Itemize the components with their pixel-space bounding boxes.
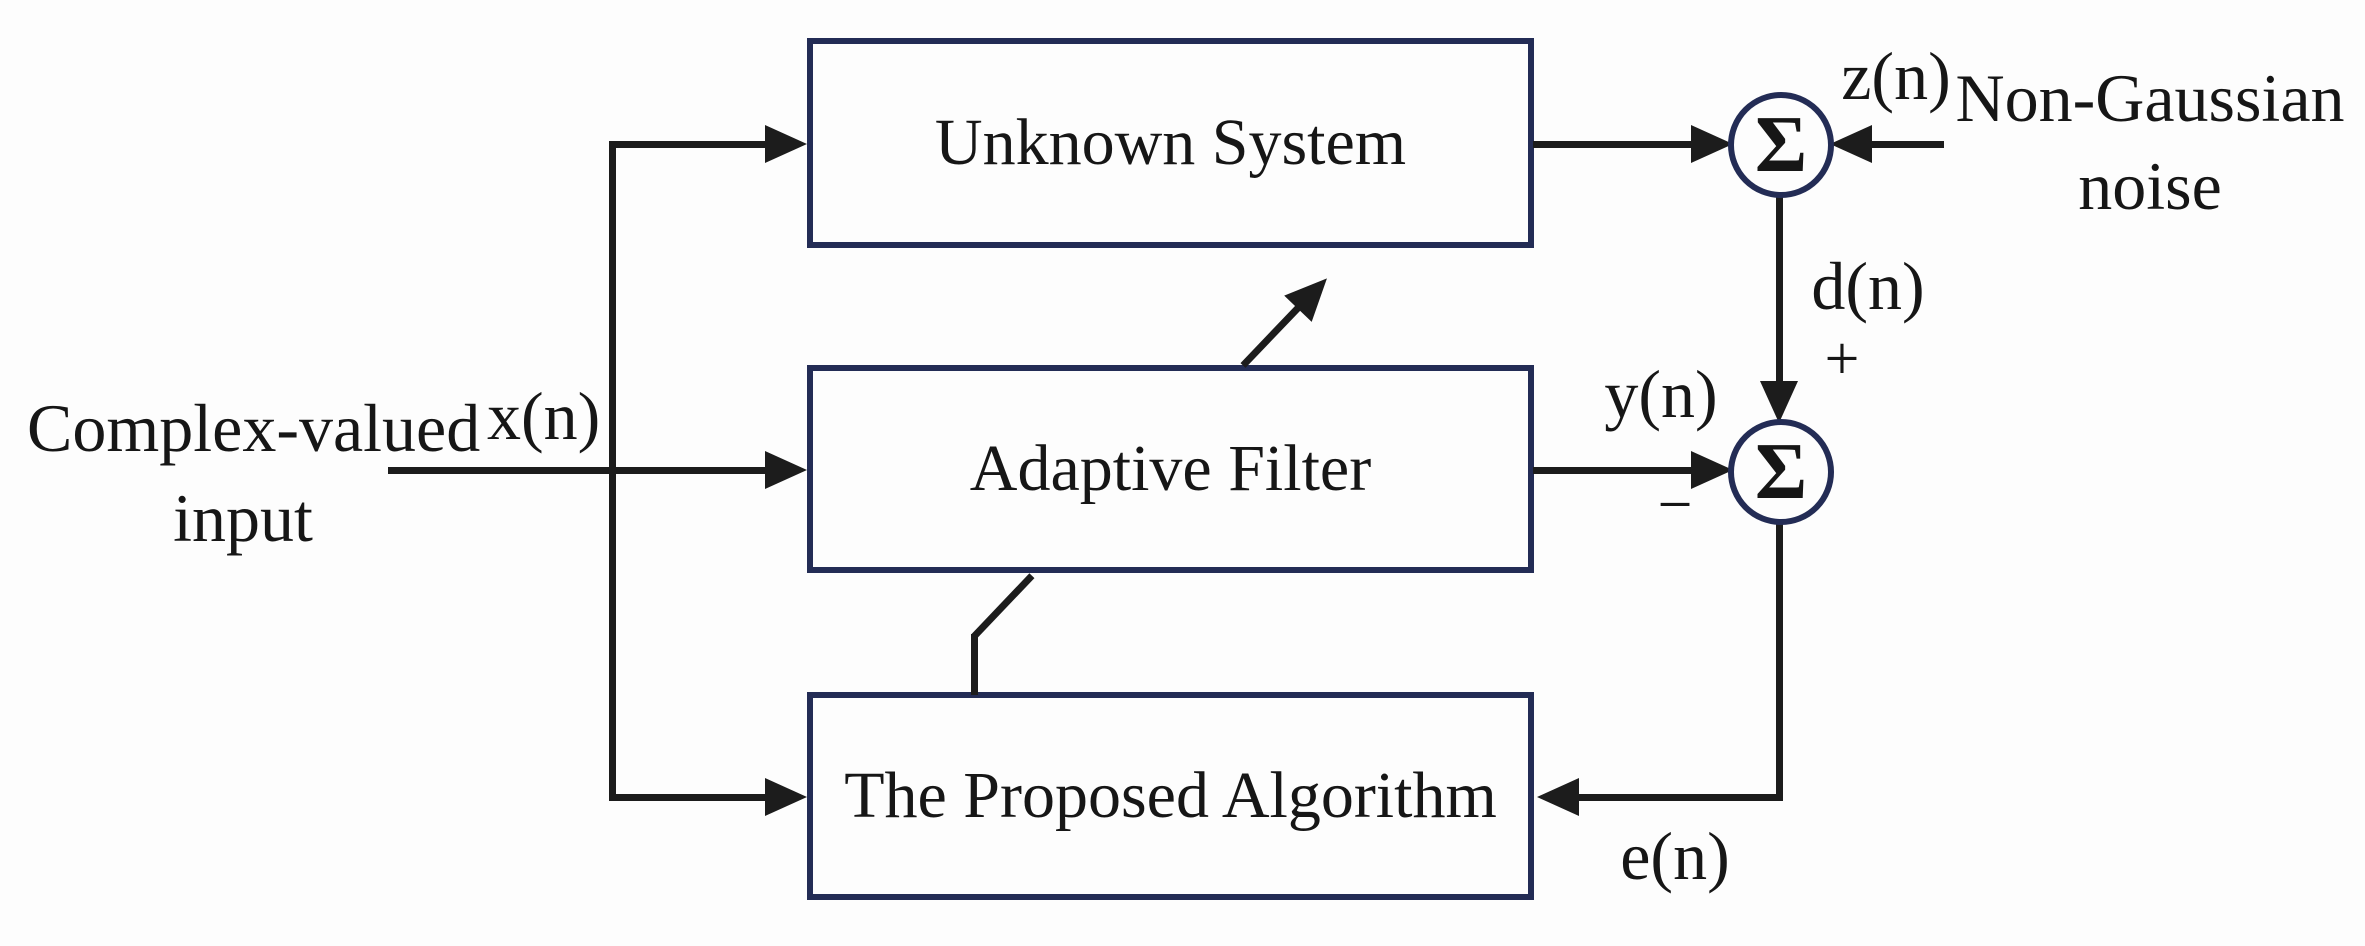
- update-connector-diagonal-line: [971, 573, 1035, 639]
- adaptive-filter-label: Adaptive Filter: [969, 432, 1372, 505]
- sigma-symbol: Σ: [1754, 100, 1808, 189]
- branch-to-proposed-algorithm-line: [609, 794, 768, 801]
- signal-label-y: y(n): [1604, 356, 1718, 432]
- noise-input-line: [1872, 141, 1944, 148]
- arrowhead-into-proposed-algorithm-icon: [765, 778, 807, 816]
- branch-to-unknown-system-line: [609, 141, 768, 148]
- arrowhead-noise-into-top-sum-icon: [1830, 125, 1872, 163]
- arrowhead-into-top-sum-icon: [1691, 125, 1733, 163]
- signal-label-e: e(n): [1620, 818, 1730, 894]
- summing-junction-bottom: Σ: [1728, 419, 1834, 525]
- arrowhead-into-bottom-sum-icon: [1760, 381, 1798, 423]
- error-feedback-vertical-line: [1776, 523, 1783, 801]
- filter-output-line: [1533, 467, 1693, 474]
- sigma-symbol: Σ: [1754, 427, 1808, 516]
- signal-label-x: x(n): [487, 378, 601, 454]
- unknown-system-label: Unknown System: [934, 106, 1407, 179]
- input-annotation-line2: input: [173, 480, 313, 556]
- arrowhead-into-unknown-system-icon: [765, 125, 807, 163]
- noise-annotation-line1: Non-Gaussian: [1955, 60, 2345, 136]
- desired-signal-line: [1776, 197, 1783, 383]
- signal-label-z: z(n): [1841, 38, 1951, 114]
- node-adaptive-filter: Adaptive Filter: [807, 365, 1534, 573]
- input-signal-line: [388, 467, 768, 474]
- plus-sign: +: [1824, 325, 1860, 393]
- arrowhead-into-adaptive-filter-icon: [765, 451, 807, 489]
- error-feedback-horizontal-line: [1579, 794, 1783, 801]
- adaptation-arrowhead-icon: [1283, 264, 1341, 322]
- unknown-system-output-line: [1533, 141, 1693, 148]
- node-unknown-system: Unknown System: [807, 38, 1534, 248]
- input-branch-line: [609, 141, 616, 801]
- minus-sign: −: [1657, 471, 1693, 539]
- update-connector-vertical-line: [971, 634, 978, 695]
- proposed-algorithm-label: The Proposed Algorithm: [844, 759, 1497, 832]
- input-annotation-line1: Complex-valued: [27, 390, 481, 466]
- adaptation-arrow-line: [1240, 264, 1341, 368]
- arrowhead-error-into-proposed-algorithm-icon: [1537, 778, 1579, 816]
- signal-label-d: d(n): [1811, 248, 1925, 324]
- noise-annotation-line2: noise: [2078, 148, 2222, 224]
- arrowhead-y-into-bottom-sum-icon: [1691, 451, 1733, 489]
- node-proposed-algorithm: The Proposed Algorithm: [807, 692, 1534, 900]
- summing-junction-top: Σ: [1728, 92, 1834, 198]
